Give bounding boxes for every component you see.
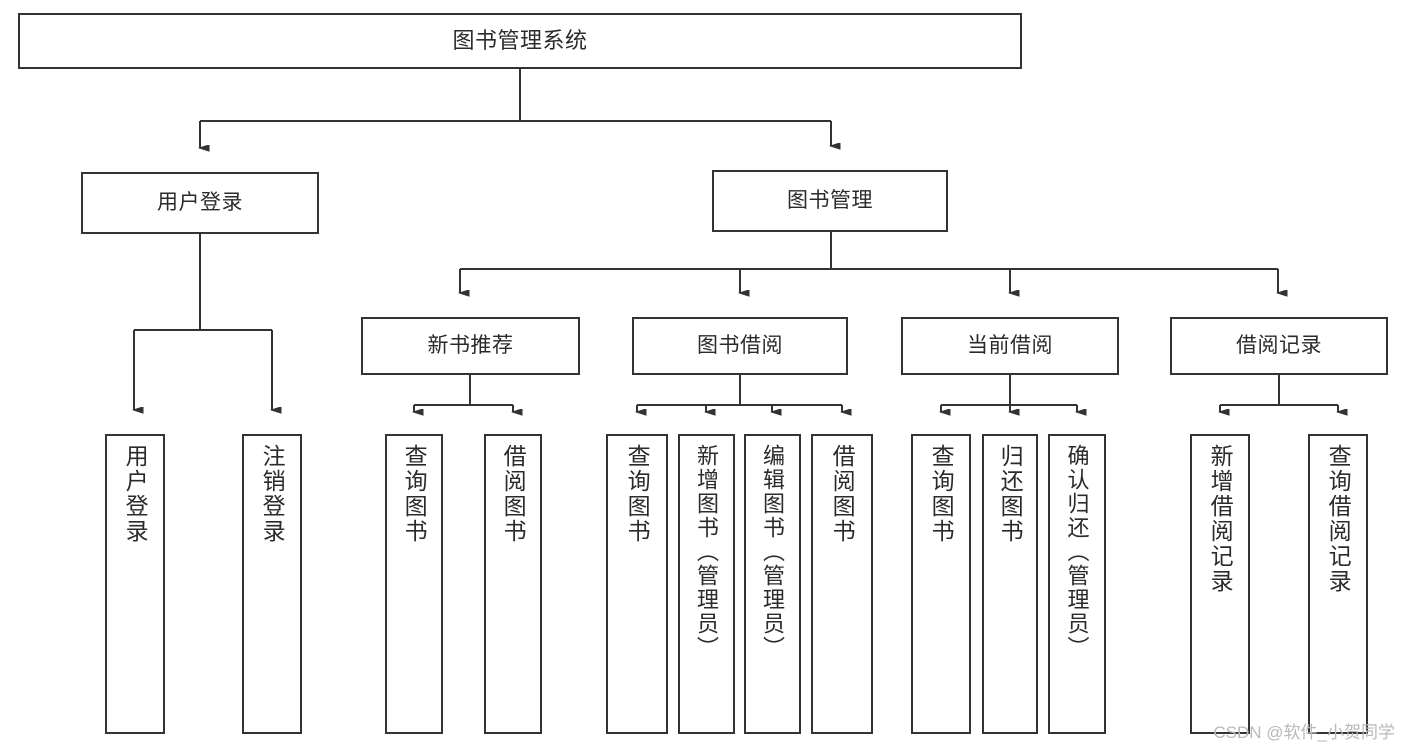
node-label: 查询借阅记录	[1325, 444, 1352, 594]
node-label: 查询图书	[624, 444, 651, 544]
node-label: 确认归还（管理员）	[1064, 444, 1090, 660]
node-leaf-confirm-return[interactable]: 确认归还（管理员）	[1048, 434, 1106, 734]
node-book-manage[interactable]: 图书管理	[712, 170, 948, 232]
node-label: 图书管理	[787, 188, 873, 212]
node-label: 借阅记录	[1236, 333, 1322, 357]
node-label: 图书借阅	[697, 333, 783, 357]
csdn-watermark: CSDN @软件_小贺同学	[1213, 723, 1395, 742]
node-label: 用户登录	[122, 444, 149, 544]
node-label: 新书推荐	[427, 333, 514, 357]
node-leaf-logout[interactable]: 注销登录	[242, 434, 302, 734]
node-leaf-query-borrow-record[interactable]: 查询借阅记录	[1308, 434, 1368, 734]
node-label: 图书管理系统	[452, 28, 588, 54]
node-label: 归还图书	[997, 444, 1024, 544]
node-label: 借阅图书	[500, 444, 527, 544]
node-book-borrow[interactable]: 图书借阅	[632, 317, 848, 375]
node-leaf-borrow-book-recommend[interactable]: 借阅图书	[484, 434, 542, 734]
node-leaf-user-login[interactable]: 用户登录	[105, 434, 165, 734]
node-label: 借阅图书	[829, 444, 856, 544]
node-leaf-borrow-book[interactable]: 借阅图书	[811, 434, 873, 734]
node-user-login[interactable]: 用户登录	[81, 172, 319, 234]
node-leaf-query-book-recommend[interactable]: 查询图书	[385, 434, 443, 734]
node-current-borrow[interactable]: 当前借阅	[901, 317, 1119, 375]
node-new-book-recommend[interactable]: 新书推荐	[361, 317, 580, 375]
node-label: 用户登录	[157, 190, 243, 214]
node-label: 当前借阅	[967, 333, 1053, 357]
node-label: 查询图书	[928, 444, 955, 544]
node-label: 新增图书（管理员）	[694, 444, 720, 660]
node-leaf-edit-book[interactable]: 编辑图书（管理员）	[744, 434, 801, 734]
node-leaf-return-book[interactable]: 归还图书	[982, 434, 1038, 734]
node-root-system[interactable]: 图书管理系统	[18, 13, 1022, 69]
node-label: 查询图书	[401, 444, 428, 544]
node-leaf-add-book[interactable]: 新增图书（管理员）	[678, 434, 735, 734]
node-label: 注销登录	[259, 444, 286, 544]
node-leaf-add-borrow-record[interactable]: 新增借阅记录	[1190, 434, 1250, 734]
node-borrow-record[interactable]: 借阅记录	[1170, 317, 1388, 375]
node-label: 编辑图书（管理员）	[760, 444, 786, 660]
node-label: 新增借阅记录	[1207, 444, 1234, 594]
node-leaf-query-book-borrow[interactable]: 查询图书	[606, 434, 668, 734]
node-leaf-query-book-current[interactable]: 查询图书	[911, 434, 971, 734]
